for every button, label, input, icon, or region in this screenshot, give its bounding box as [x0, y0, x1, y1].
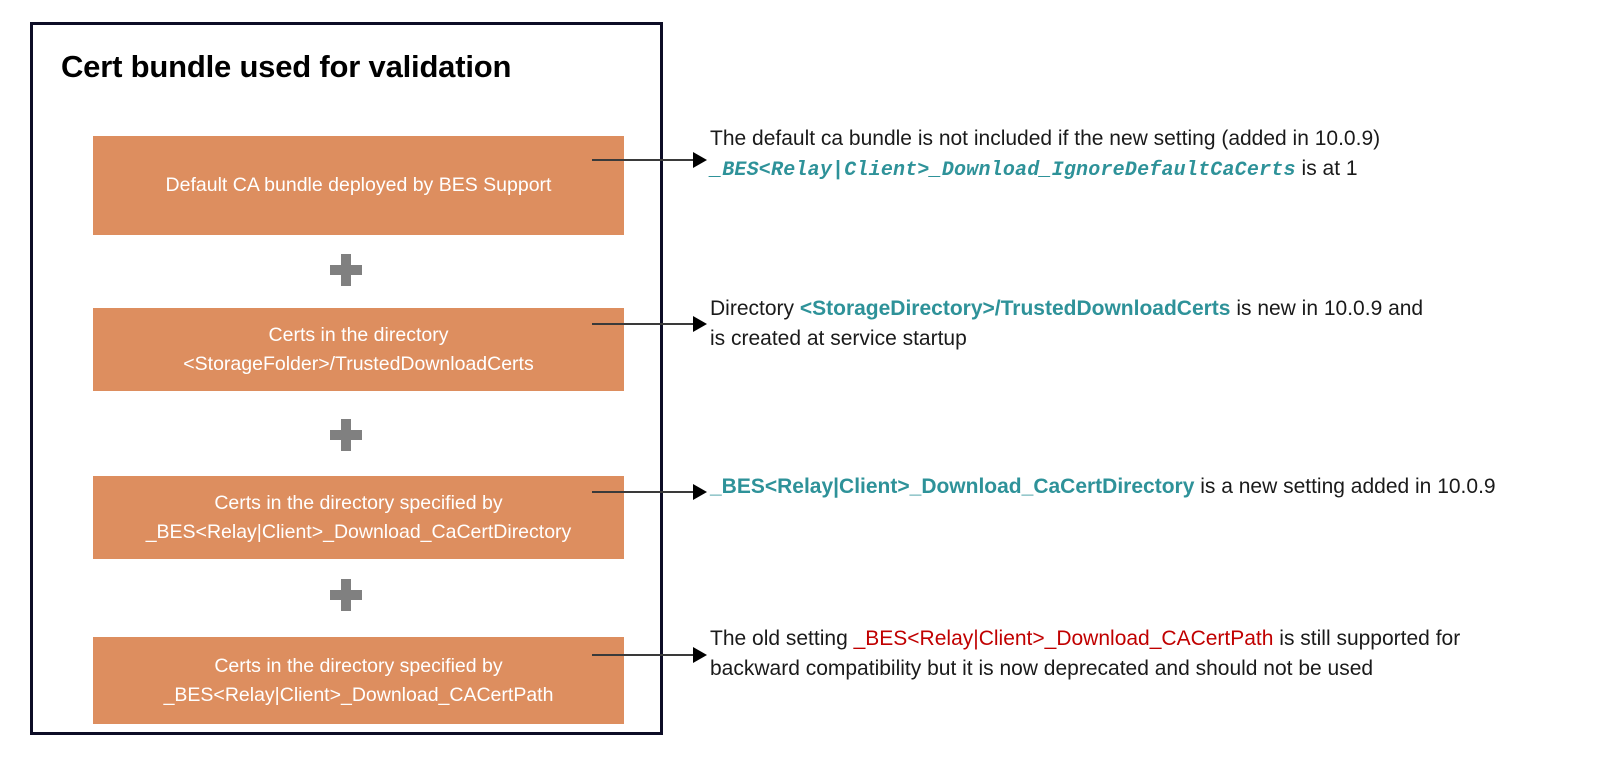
annotation-cacert-path: The old setting _BES<Relay|Client>_Downl…: [710, 624, 1500, 684]
arrow-connector-icon: [592, 484, 707, 500]
annotation-line-2: _BES<Relay|Client>_Download_IgnoreDefaul…: [710, 154, 1590, 186]
annotation-line-1: Directory <StorageDirectory>/TrustedDown…: [710, 294, 1430, 354]
cert-source-box-default-ca-bundle: Default CA bundle deployed by BES Suppor…: [93, 136, 624, 235]
setting-name-code: _BES<Relay|Client>_Download_IgnoreDefaul…: [710, 159, 1296, 182]
cert-box-line-1: Certs in the directory: [268, 323, 449, 346]
cert-box-line-1: Certs in the directory specified by: [214, 654, 503, 677]
arrow-head: [693, 647, 707, 663]
annotation-lead: Directory: [710, 297, 800, 320]
deprecated-setting-name-code: _BES<Relay|Client>_Download_CACertPath: [853, 627, 1274, 650]
arrow-shaft: [592, 491, 695, 493]
annotation-default-ca-bundle: The default ca bundle is not included if…: [710, 124, 1590, 186]
cert-box-line-1: Default CA bundle deployed by BES Suppor…: [165, 174, 552, 196]
cert-box-line-2: _BES<Relay|Client>_Download_CaCertDirect…: [145, 520, 572, 543]
cert-source-box-trusted-download-certs-dir: Certs in the directory <StorageFolder>/T…: [93, 308, 624, 391]
cert-box-line-2: _BES<Relay|Client>_Download_CACertPath: [163, 683, 554, 706]
page-title: Cert bundle used for validation: [61, 49, 512, 84]
annotation-line-1: The old setting _BES<Relay|Client>_Downl…: [710, 624, 1500, 684]
cert-source-box-cacert-directory-setting: Certs in the directory specified by _BES…: [93, 476, 624, 559]
cert-bundle-panel: Cert bundle used for validation Default …: [30, 22, 663, 735]
annotation-cacert-directory: _BES<Relay|Client>_Download_CaCertDirect…: [710, 472, 1603, 502]
arrow-connector-icon: [592, 152, 707, 168]
annotation-lead: The old setting: [710, 627, 854, 650]
arrow-head: [693, 484, 707, 500]
annotation-trusted-download-certs: Directory <StorageDirectory>/TrustedDown…: [710, 294, 1430, 354]
annotation-line-1: The default ca bundle is not included if…: [710, 127, 1381, 150]
arrow-connector-icon: [592, 647, 707, 663]
annotation-tail: is still supported for backward compatib…: [710, 627, 1461, 680]
annotation-tail: is at 1: [1295, 157, 1358, 180]
arrow-shaft: [592, 323, 695, 325]
arrow-shaft: [592, 159, 695, 161]
annotation-tail: is a new setting added in 10.0.9: [1194, 475, 1496, 498]
arrow-head: [693, 316, 707, 332]
annotation-tail: is new in 10.0.9 and is created at servi…: [710, 297, 1424, 350]
cert-box-line-1: Certs in the directory specified by: [214, 491, 503, 514]
cert-box-line-2: <StorageFolder>/TrustedDownloadCerts: [183, 352, 534, 375]
arrow-connector-icon: [592, 316, 707, 332]
plus-icon: [330, 579, 362, 611]
plus-icon: [330, 254, 362, 286]
plus-icon: [330, 419, 362, 451]
setting-name-code: _BES<Relay|Client>_Download_CaCertDirect…: [710, 475, 1195, 498]
arrow-shaft: [592, 654, 695, 656]
arrow-head: [693, 152, 707, 168]
directory-path-code: <StorageDirectory>/TrustedDownloadCerts: [799, 297, 1231, 320]
cert-source-box-cacert-path-setting: Certs in the directory specified by _BES…: [93, 637, 624, 724]
annotation-line-1: _BES<Relay|Client>_Download_CaCertDirect…: [710, 472, 1603, 502]
